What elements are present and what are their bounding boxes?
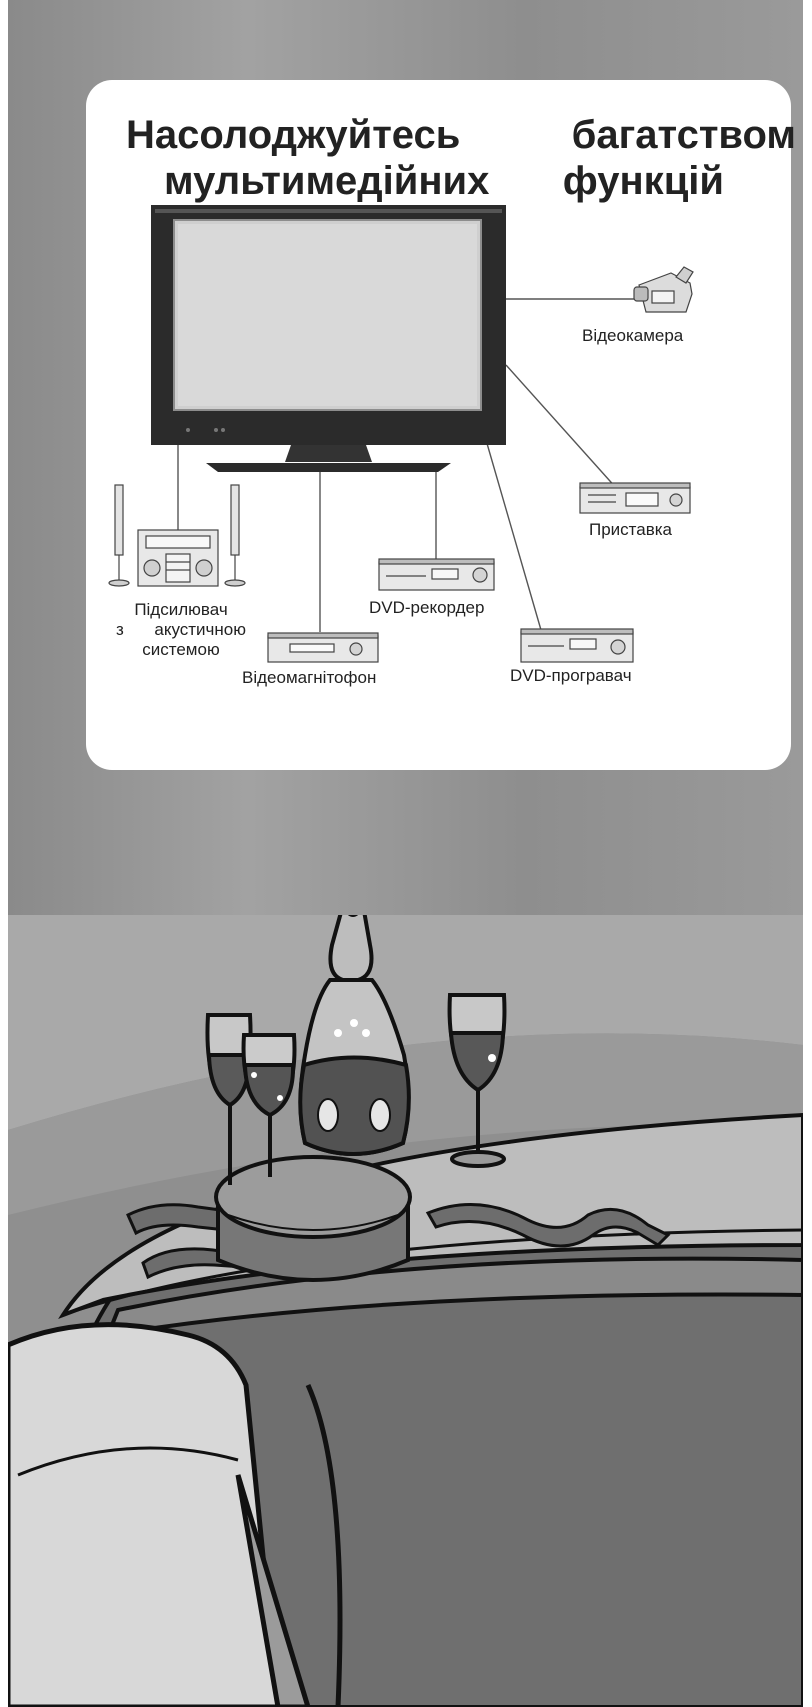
headline-word: Насолоджуйтесь	[126, 113, 461, 157]
wine-glass-icon	[205, 993, 507, 1185]
label-dvd-recorder: DVD-рекордер	[369, 598, 485, 617]
connection-line-dvd-player	[485, 439, 542, 631]
connections-panel: Насолоджуйтесь багатством мультимедійних…	[8, 0, 803, 915]
label-amplifier-word: акустичною	[154, 620, 246, 639]
armchair-icon	[8, 1322, 343, 1707]
label-camcorder: Відеокамера	[582, 326, 684, 345]
headline-line-1: Насолоджуйтесь багатством	[126, 112, 796, 158]
headline-word: функцій	[562, 159, 724, 203]
label-dvd-player: DVD-програвач	[510, 666, 632, 685]
connection-lines	[177, 298, 634, 632]
connection-diagram-card: Насолоджуйтесь багатством мультимедійних…	[86, 80, 796, 770]
connection-line-settop-box	[505, 364, 619, 491]
label-amplifier-line: системою	[142, 640, 220, 659]
label-amplifier-line: Підсилювач	[134, 600, 228, 619]
dvd-player-icon	[520, 628, 634, 663]
label-settop-box: Приставка	[589, 520, 673, 539]
label-vcr: Відеомагнітофон	[242, 668, 377, 687]
label-amplifier: Підсилювач з акустичною системою	[116, 600, 246, 660]
tv-icon	[151, 205, 506, 472]
headline-line-2: мультимедійних функцій	[164, 158, 724, 204]
dvd-recorder-icon	[378, 558, 495, 591]
hifi-system-icon	[108, 484, 246, 587]
table-scene-svg	[8, 915, 803, 1707]
label-amplifier-word: з	[116, 620, 124, 639]
bottle-icon	[298, 915, 411, 1156]
settop-box-icon	[579, 482, 691, 514]
connection-diagram	[108, 205, 694, 663]
gift-box-icon	[214, 1155, 412, 1282]
label-amplifier-line: з акустичною	[116, 620, 246, 640]
headline-word: мультимедійних	[164, 159, 490, 203]
vcr-icon	[267, 632, 379, 663]
manual-page: Насолоджуйтесь багатством мультимедійних…	[8, 0, 803, 1707]
headline-word: багатством	[571, 113, 796, 157]
camcorder-icon	[633, 266, 694, 313]
lifestyle-illustration	[8, 915, 803, 1707]
